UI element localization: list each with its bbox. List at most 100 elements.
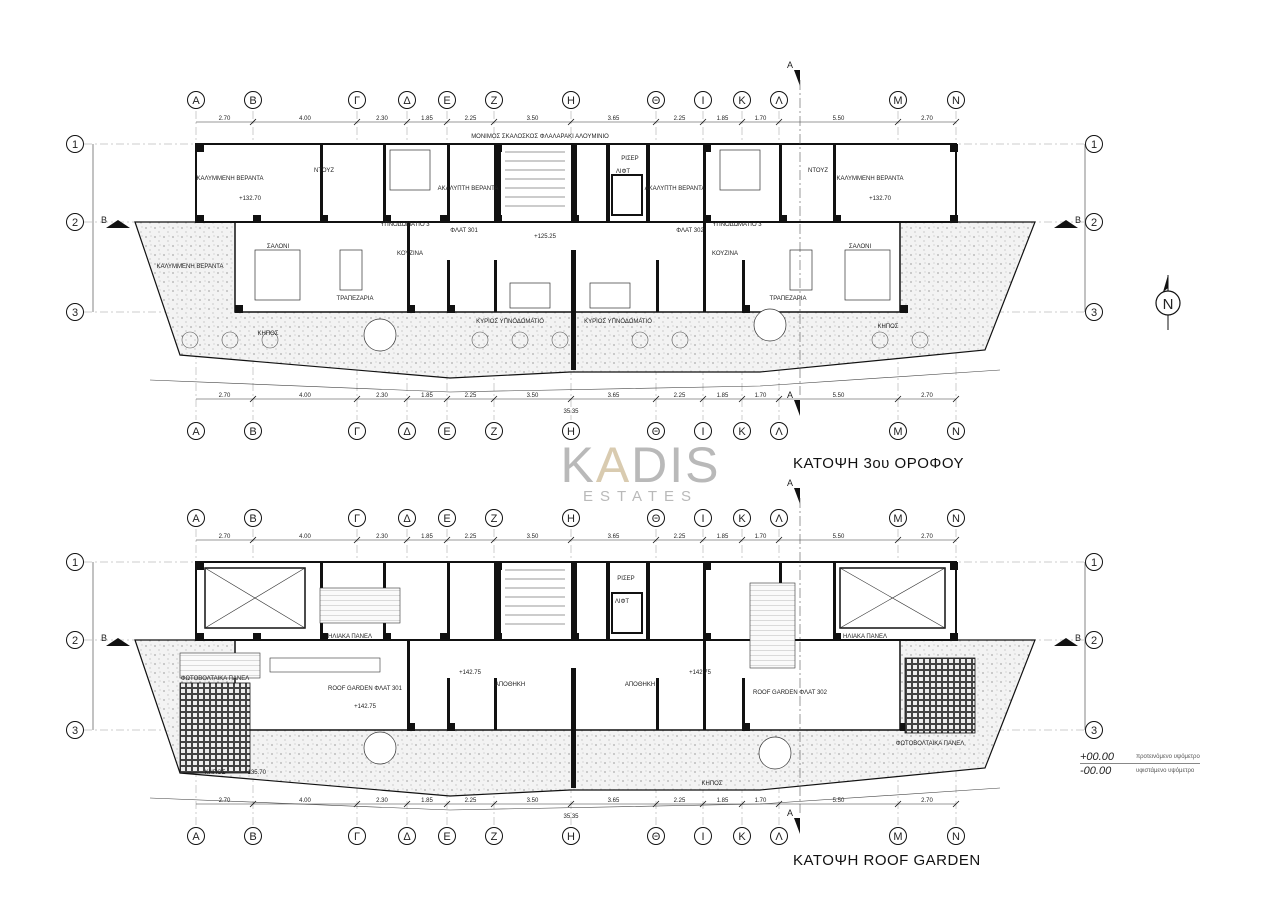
dimension-label: 3.65 xyxy=(608,534,620,540)
plan-title-3rd-floor: ΚΑΤΟΨΗ 3ου ΟΡΟΦΟΥ xyxy=(793,455,965,472)
wall xyxy=(606,562,610,640)
wall xyxy=(703,640,706,730)
room-label: ΚΗΠΟΣ xyxy=(204,770,225,776)
dimension-tick xyxy=(738,536,746,544)
grid-bubble xyxy=(1085,553,1103,571)
level-label: +132.70 xyxy=(239,196,262,202)
grid-label: Ν xyxy=(952,513,960,525)
planter xyxy=(261,331,279,349)
wall xyxy=(494,144,501,222)
grid-label: Α xyxy=(192,831,200,843)
grid-bubble xyxy=(66,213,84,231)
dimension-label: 2.70 xyxy=(921,116,933,122)
room-label: ΣΑΛΟΝΙ xyxy=(267,244,290,250)
dimension-label: 4.00 xyxy=(299,798,311,804)
grid-bubble xyxy=(485,91,503,109)
room-label: ΚΑΛΥΜΜΕΝΗ ΒΕΡΑΝΤΑ xyxy=(156,264,223,270)
solar-heaters xyxy=(269,657,381,673)
section-marker-arrow xyxy=(794,488,800,504)
grid-bubble xyxy=(1085,213,1103,231)
column xyxy=(440,633,448,641)
dimension-tick xyxy=(894,536,902,544)
spiral-stair xyxy=(363,731,397,765)
grid-label: 2 xyxy=(72,217,78,229)
section-marker-arrow xyxy=(794,818,800,834)
grid-bubble xyxy=(733,422,751,440)
room-label: ΦΛΑΤ 302 xyxy=(676,228,704,234)
setback-line xyxy=(149,787,1001,811)
grid-label: Ε xyxy=(443,513,450,525)
grid-label: Α xyxy=(192,95,200,107)
grid-label: Κ xyxy=(738,426,746,438)
grid-bubble xyxy=(889,91,907,109)
bed xyxy=(389,149,431,191)
dimension-label: 4.00 xyxy=(299,116,311,122)
grid-bubble xyxy=(770,91,788,109)
grid-label: Δ xyxy=(403,831,411,843)
section-marker-arrow xyxy=(794,400,800,416)
dimension-tick xyxy=(652,118,660,126)
interior-band xyxy=(234,221,901,313)
grid-label: Λ xyxy=(775,426,783,438)
grid-bubble xyxy=(187,91,205,109)
dimension-tick xyxy=(443,800,451,808)
grid-label: Μ xyxy=(893,831,902,843)
section-row-arrow xyxy=(106,638,130,646)
dimension-label: 5.50 xyxy=(833,116,845,122)
dimension-tick xyxy=(353,536,361,544)
dimension-label: 5.50 xyxy=(833,534,845,540)
dimension-tick xyxy=(249,536,257,544)
grid-bubble xyxy=(647,91,665,109)
grid-bubble xyxy=(244,91,262,109)
dimension-label: 1.70 xyxy=(755,393,767,399)
grid-bubble xyxy=(187,509,205,527)
dimension-label: 2.70 xyxy=(921,393,933,399)
grid-bubble xyxy=(438,509,456,527)
north-arrow: N xyxy=(1155,275,1181,330)
dimension-tick xyxy=(738,395,746,403)
grid-label: Λ xyxy=(775,831,783,843)
column xyxy=(950,633,958,641)
grid-label: Ι xyxy=(701,513,704,525)
total-dimension-label: 35.35 xyxy=(563,814,579,820)
dimension-label: 1.85 xyxy=(717,393,729,399)
dimension-tick xyxy=(443,118,451,126)
grid-label: Ι xyxy=(701,426,704,438)
planter xyxy=(471,331,489,349)
level-label: +142.75 xyxy=(689,670,712,676)
grid-label: Ι xyxy=(701,831,704,843)
bed xyxy=(509,282,551,309)
solar-panels xyxy=(749,582,796,669)
dimension-label: 2.25 xyxy=(465,798,477,804)
dimension-label: 3.50 xyxy=(527,393,539,399)
grid-bubble xyxy=(348,91,366,109)
grid-label: Γ xyxy=(354,95,360,107)
dining-table xyxy=(339,249,363,291)
dimension-label: 3.50 xyxy=(527,534,539,540)
dimension-tick xyxy=(699,800,707,808)
staircase xyxy=(505,151,565,207)
grid-bubble xyxy=(947,422,965,440)
wall xyxy=(407,222,410,312)
grid-bubble xyxy=(485,509,503,527)
grid-label: Γ xyxy=(354,513,360,525)
grid-label: Δ xyxy=(403,426,411,438)
dimension-tick xyxy=(249,395,257,403)
column xyxy=(235,305,243,313)
column xyxy=(833,215,841,223)
lift-shaft xyxy=(611,592,643,634)
grid-label: Ε xyxy=(443,426,450,438)
wall xyxy=(833,144,836,222)
dimension-label: 5.50 xyxy=(833,798,845,804)
staircase xyxy=(505,569,565,625)
grid-label: 2 xyxy=(1091,635,1097,647)
column xyxy=(253,215,261,223)
column xyxy=(196,633,204,641)
grid-bubble xyxy=(947,509,965,527)
total-dimension-label: 35.35 xyxy=(563,409,579,415)
grid-bubble xyxy=(647,509,665,527)
column xyxy=(703,562,711,570)
dimension-label: 2.30 xyxy=(376,534,388,540)
section-marker-label: A xyxy=(787,60,793,70)
